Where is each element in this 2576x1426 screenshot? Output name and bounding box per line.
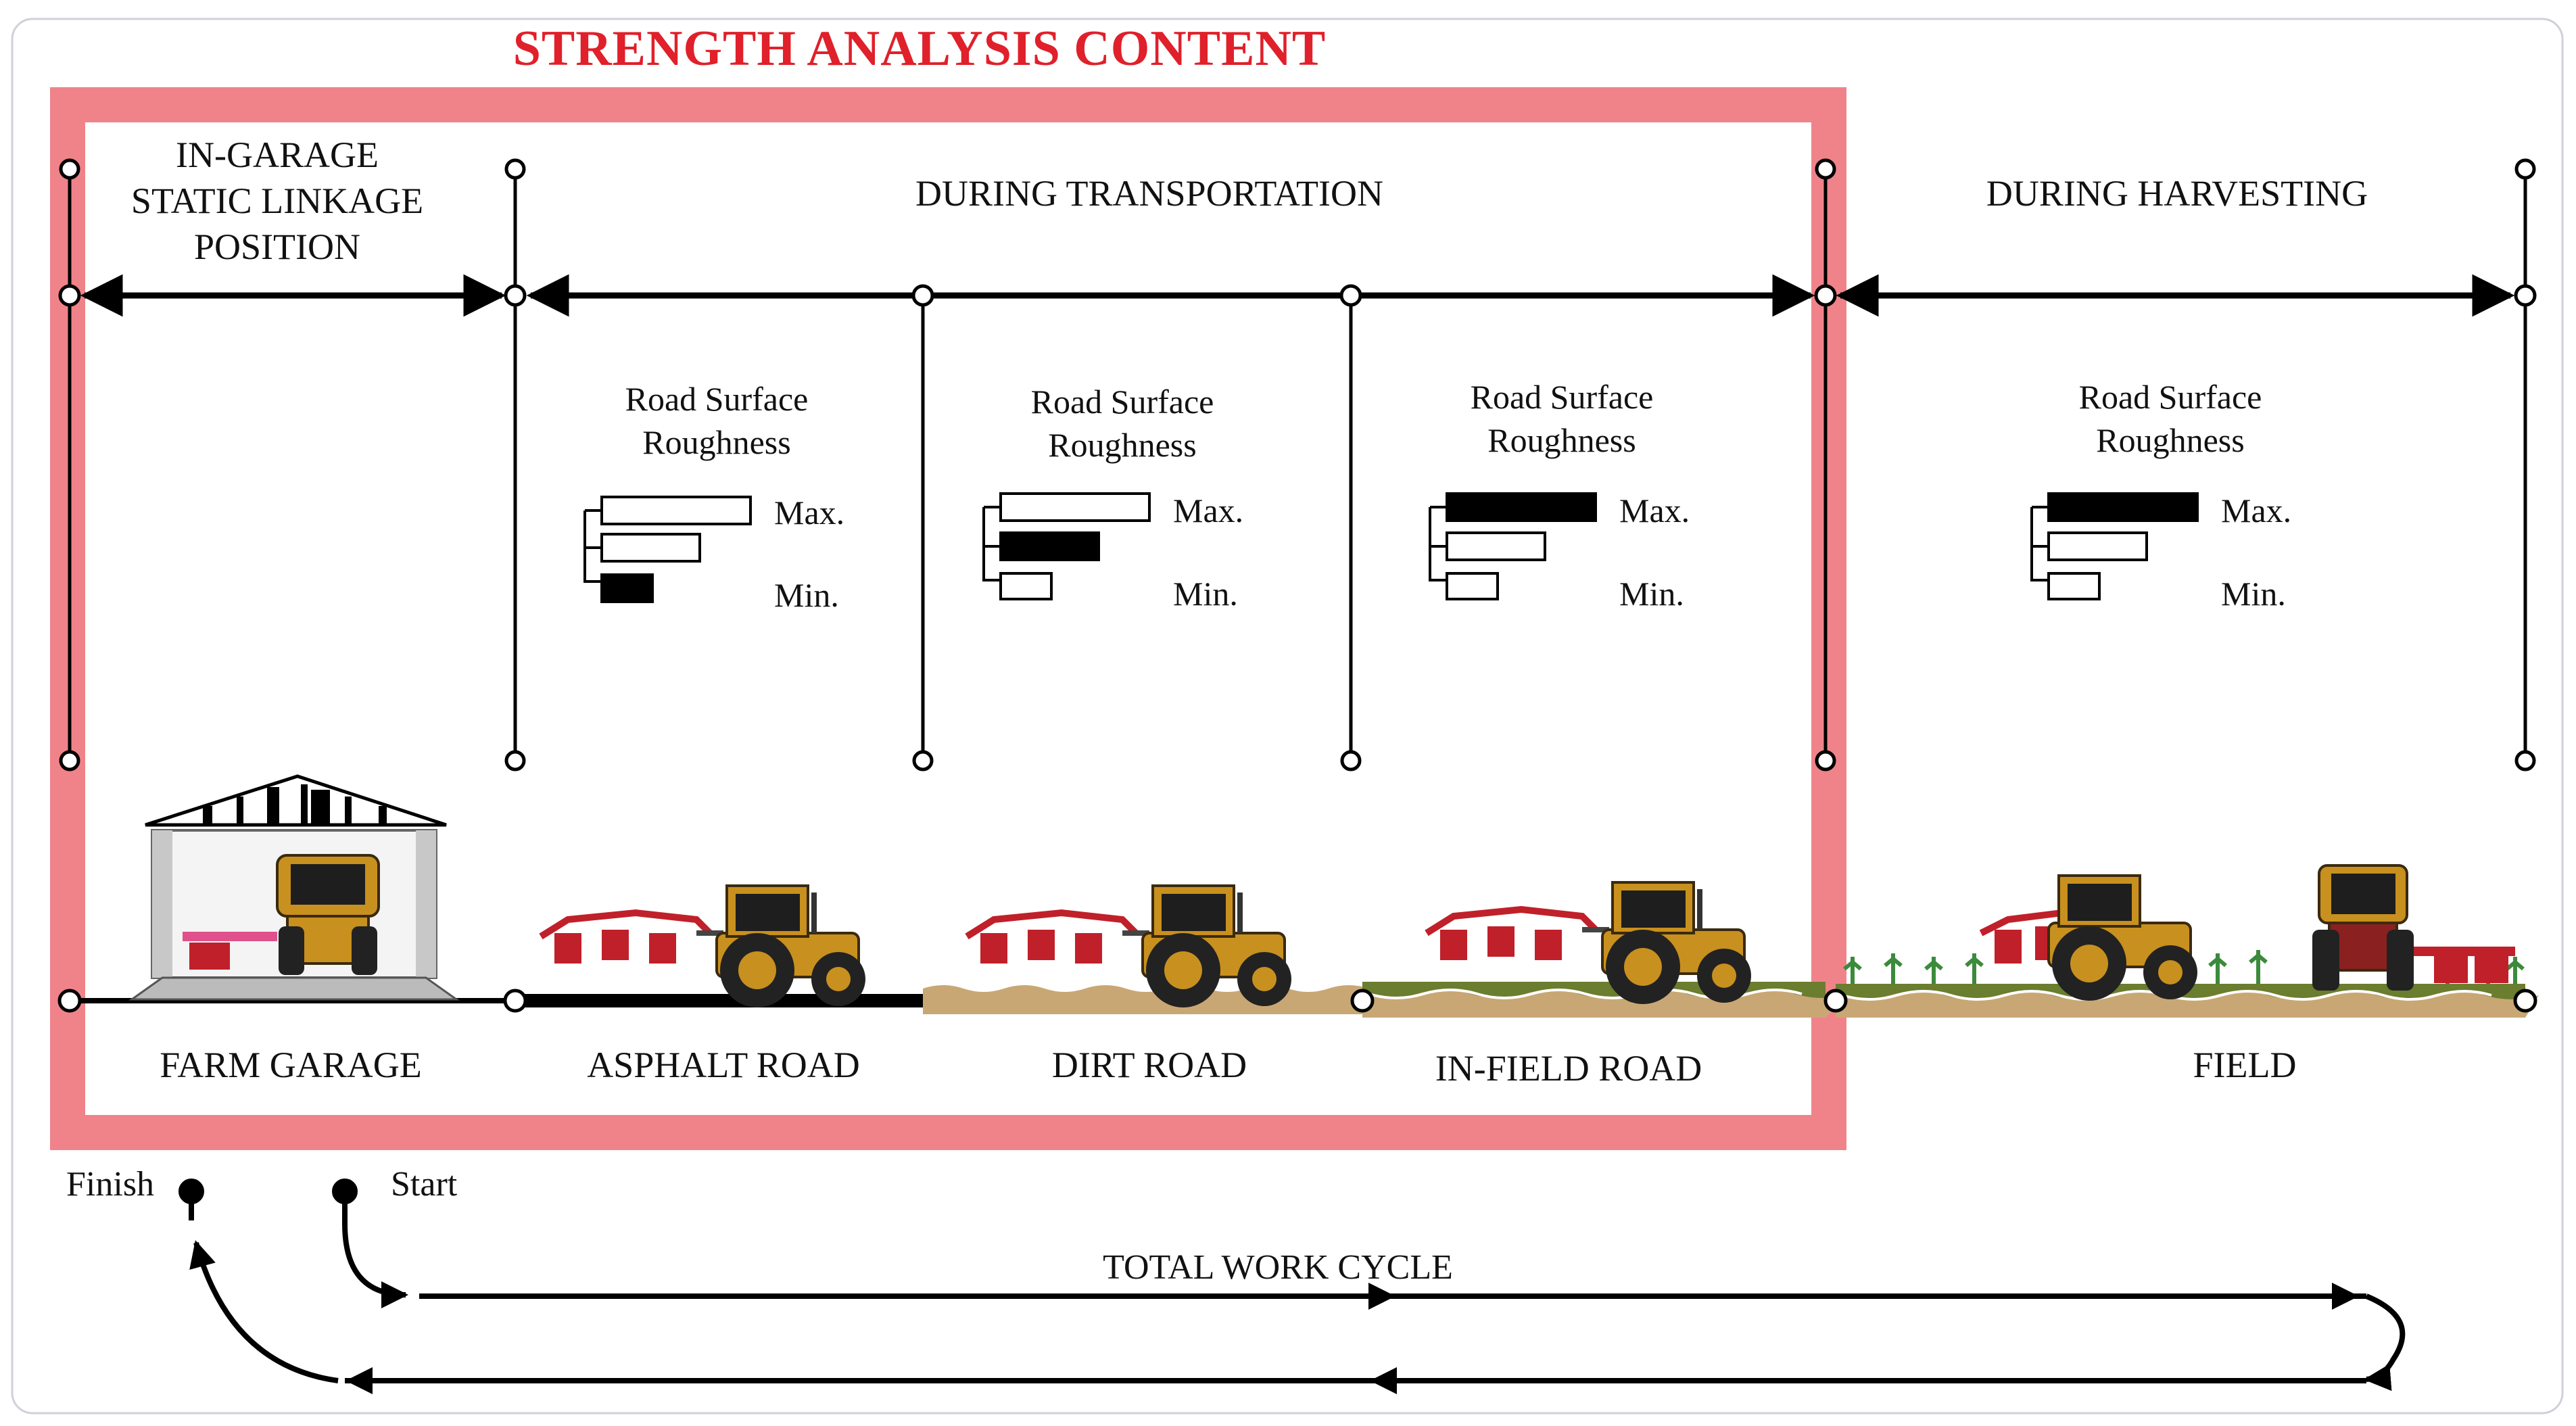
phase-label-garage: IN-GARAGE STATIC LINKAGE POSITION	[88, 132, 467, 270]
work-cycle	[178, 1179, 2406, 1394]
phase-label-garage-line3: POSITION	[193, 227, 360, 267]
roughness-indicator-field	[2030, 492, 2199, 600]
surface-label-asphalt-road: ASPHALT ROAD	[587, 1045, 860, 1085]
infield-soil	[1362, 990, 1849, 1018]
phase-label-garage-line1: IN-GARAGE	[176, 135, 379, 175]
mower-implement-icon	[1425, 905, 1609, 960]
tractor-field-front	[2312, 864, 2515, 991]
surface-label-farm-garage: FARM GARAGE	[160, 1045, 422, 1085]
tractor-icon	[1601, 881, 1751, 1004]
phase-label-transport: DURING TRANSPORTATION	[915, 173, 1383, 214]
tractor-dirt	[965, 884, 1291, 1007]
min-label-dirt: Min.	[1173, 575, 1238, 613]
tractor-asphalt	[539, 884, 865, 1007]
roughness-indicator-infield	[1429, 492, 1597, 600]
surface-label-field: FIELD	[2193, 1045, 2297, 1085]
roughness-indicator-asphalt	[583, 496, 752, 603]
dirt-surface	[923, 985, 1369, 1014]
roughness-label-line2: Roughness	[1048, 426, 1197, 464]
mower-implement-icon	[539, 909, 723, 964]
roughness-indicator-dirt	[982, 492, 1151, 600]
tractor-infield	[1425, 881, 1751, 1004]
min-label-infield: Min.	[1619, 575, 1684, 613]
roughness-label-dirt: Road Surface Roughness	[987, 380, 1258, 467]
roughness-label-line2: Roughness	[1487, 421, 1636, 459]
tractor-icon	[2047, 874, 2197, 1001]
roughness-label-line2: Roughness	[2096, 421, 2245, 459]
strength-analysis-frame	[50, 87, 1846, 1150]
min-label-asphalt: Min.	[774, 576, 839, 614]
roughness-label-infield: Road Surface Roughness	[1427, 375, 1697, 462]
roughness-label-line1: Road Surface	[1470, 378, 1654, 416]
min-label-field: Min.	[2221, 575, 2286, 613]
tractor-icon	[715, 884, 865, 1007]
roughness-label-line1: Road Surface	[2078, 378, 2262, 416]
roughness-label-line1: Road Surface	[625, 380, 809, 418]
surface-label-in-field-road: IN-FIELD ROAD	[1435, 1048, 1702, 1089]
surface-nodes	[57, 989, 2537, 1013]
diagram-title: STRENGTH ANALYSIS CONTENT	[512, 21, 1327, 76]
phase-label-garage-line2: STATIC LINKAGE	[130, 181, 424, 221]
cycle-right-turn	[2364, 1293, 2406, 1392]
phase-dividers	[68, 169, 2527, 761]
max-label-field: Max.	[2221, 492, 2292, 529]
roughness-label-line1: Road Surface	[1030, 383, 1214, 421]
roughness-label-line2: Roughness	[642, 423, 791, 461]
field-soil	[1836, 991, 2539, 1018]
start-label: Start	[391, 1165, 458, 1204]
finish-label: Finish	[66, 1165, 155, 1204]
mower-implement-icon	[2414, 947, 2515, 983]
max-label-infield: Max.	[1619, 492, 1690, 529]
phase-label-harvest: DURING HARVESTING	[1986, 173, 2368, 214]
max-label-asphalt: Max.	[774, 494, 845, 531]
surface-label-dirt-road: DIRT ROAD	[1051, 1045, 1247, 1085]
tractor-icon	[1141, 884, 1291, 1007]
roughness-label-asphalt: Road Surface Roughness	[581, 377, 852, 464]
outer-frame	[11, 18, 2564, 1415]
start-to-top-arrow	[342, 1191, 408, 1308]
tractor-icon	[2312, 864, 2414, 991]
roughness-label-field: Road Surface Roughness	[2035, 375, 2306, 462]
garage-icon	[128, 774, 460, 1001]
bottom-to-finish-arrow	[189, 1240, 339, 1383]
max-label-dirt: Max.	[1173, 492, 1244, 529]
tractor-field-side	[1979, 874, 2197, 1001]
mower-implement-icon	[965, 909, 1149, 964]
span-nodes	[58, 158, 2537, 771]
total-work-cycle-label: TOTAL WORK CYCLE	[1103, 1248, 1453, 1287]
